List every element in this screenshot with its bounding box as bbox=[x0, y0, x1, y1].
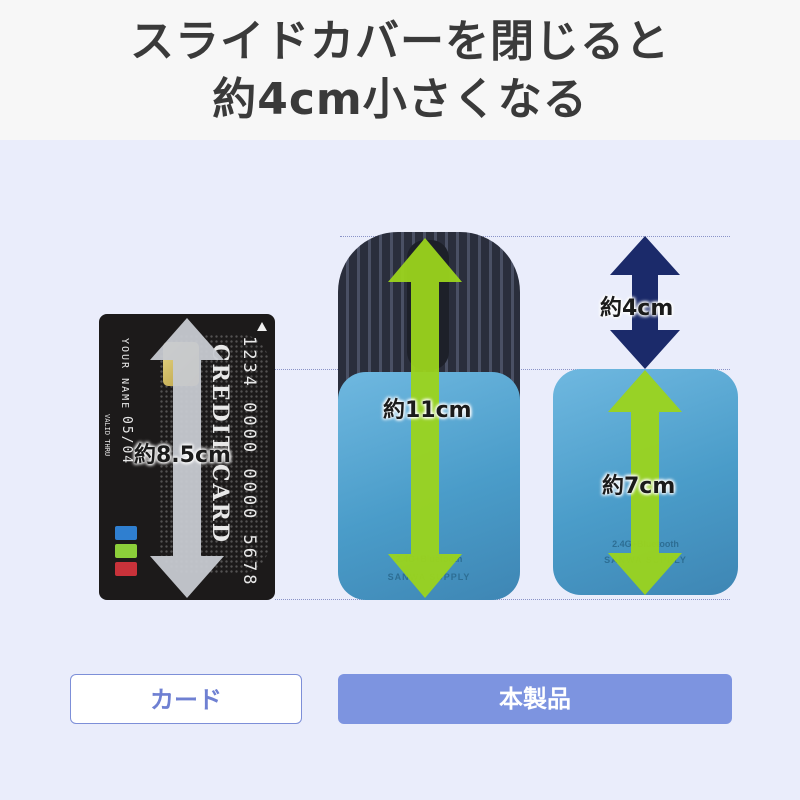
open-height-arrow bbox=[388, 238, 462, 598]
product-label-box: 本製品 bbox=[338, 674, 732, 724]
difference-arrow bbox=[610, 236, 680, 369]
card-valid-thru: VALID THRU bbox=[103, 414, 111, 457]
header-band: スライドカバーを閉じると 約4cm小さくなる bbox=[0, 0, 800, 140]
closed-height-arrow bbox=[608, 370, 682, 595]
card-logo-blue bbox=[115, 526, 137, 540]
open-height-label: 約11cm bbox=[383, 398, 472, 423]
headline-line-2: 約4cm小さくなる bbox=[212, 74, 588, 125]
closed-height-label: 約7cm bbox=[602, 474, 676, 499]
guide-line-top bbox=[340, 236, 730, 237]
guide-line-bottom bbox=[275, 599, 730, 600]
difference-label: 約4cm bbox=[600, 296, 674, 321]
card-number: 1234 0000 0000 5678 bbox=[239, 336, 259, 588]
card-orientation-mark bbox=[257, 322, 267, 331]
card-brand-text: CREDIT CARD bbox=[207, 344, 233, 544]
card-height-label: 約8.5cm bbox=[134, 443, 231, 468]
headline-line-1: スライドカバーを閉じると bbox=[130, 16, 670, 67]
card-expiry: 05/04 bbox=[119, 416, 134, 466]
card-holder-name: YOUR NAME bbox=[119, 338, 130, 411]
card-label-box: カード bbox=[70, 674, 302, 724]
card-logo-green bbox=[115, 544, 137, 558]
card-height-arrow bbox=[150, 318, 224, 598]
card-logo-red bbox=[115, 562, 137, 576]
